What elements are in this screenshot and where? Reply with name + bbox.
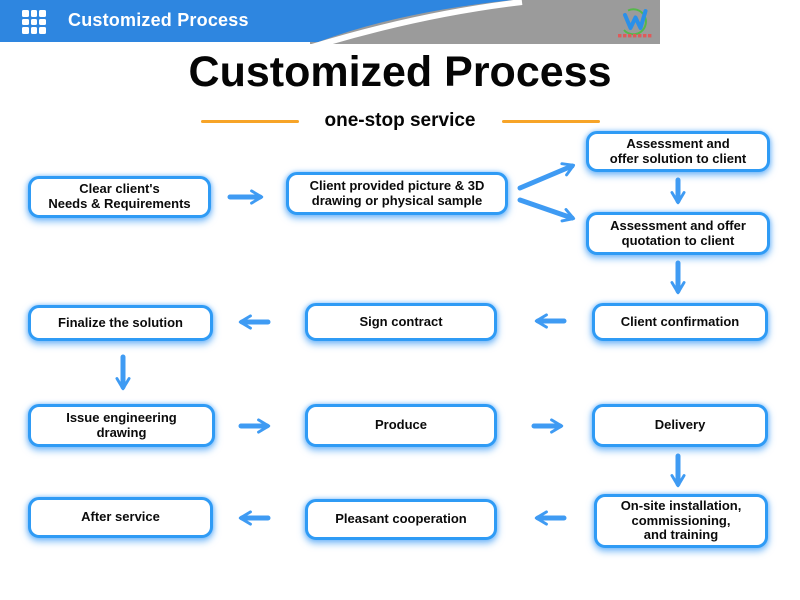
header-band [0, 0, 660, 46]
flow-box-clear-needs: Clear client's Needs & Requirements [28, 176, 211, 218]
header-swoosh [311, 0, 523, 46]
flow-box-after-service: After service [28, 497, 213, 538]
flow-box-delivery: Delivery [592, 404, 768, 447]
subtitle-right-rule [501, 119, 600, 123]
flow-box-assess-solution: Assessment and offer solution to client [586, 131, 770, 172]
flow-box-assess-quotation: Assessment and offer quotation to client [586, 212, 770, 255]
flow-box-client-confirmation: Client confirmation [592, 303, 768, 341]
subtitle-left-rule [200, 119, 299, 123]
flow-box-onsite-installation: On-site installation, commissioning, and… [594, 494, 768, 548]
flow-box-issue-drawing: Issue engineering drawing [28, 404, 215, 447]
flow-box-pleasant-cooperation: Pleasant cooperation [305, 499, 497, 540]
subtitle: one-stop service [324, 110, 476, 131]
header-title: Customized Process [68, 10, 249, 30]
flow-box-finalize-solution: Finalize the solution [28, 305, 213, 341]
header-blue-band [0, 0, 512, 42]
company-logo-icon [618, 8, 652, 38]
subtitle-row: one-stop service [0, 110, 800, 132]
logo-caption-marks [618, 34, 652, 38]
page-title: Customized Process [188, 48, 612, 96]
grid-icon [22, 10, 46, 34]
flow-box-produce: Produce [305, 404, 497, 447]
arrow-picture-to-quotation-icon [517, 197, 576, 223]
arrow-picture-to-solution-icon [517, 162, 576, 191]
flow-box-sign-contract: Sign contract [305, 303, 497, 341]
flow-box-client-picture: Client provided picture & 3D drawing or … [286, 172, 508, 215]
